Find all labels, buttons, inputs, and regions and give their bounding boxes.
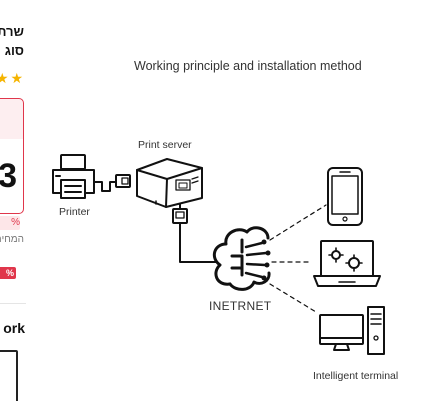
diagram-title: Working principle and installation metho… [134, 59, 362, 73]
intelligent-terminal-label: Intelligent terminal [313, 370, 399, 382]
price-value: 3 [0, 157, 17, 195]
product-diagram-image: Working principle and installation metho… [26, 0, 433, 401]
internet-label: INETRNET [209, 299, 272, 313]
usb-cable-icon [93, 174, 131, 192]
product-info-panel: שרת סוג ★★ 3 % המחיר % ork [0, 0, 26, 401]
price-box: 3 [0, 98, 24, 214]
printer-label: Printer [59, 206, 90, 218]
rating-stars[interactable]: ★★ [0, 70, 26, 86]
divider [0, 303, 26, 304]
printer-icon [52, 154, 95, 199]
coupon-tag[interactable]: % [0, 216, 20, 230]
section-heading: ork [3, 320, 25, 336]
laptop-icon [313, 240, 381, 287]
product-title-line1[interactable]: שרת [0, 24, 24, 39]
diagram-graphic [52, 154, 385, 355]
smartphone-icon [327, 167, 363, 226]
price-note: המחיר [0, 234, 24, 245]
product-thumbnail[interactable] [0, 350, 18, 401]
print-server-label: Print server [138, 139, 192, 151]
print-server-icon [136, 158, 203, 208]
product-title-line2[interactable]: סוג [4, 43, 24, 58]
ethernet-port-icon [172, 203, 217, 263]
internet-cloud-icon [212, 226, 271, 291]
discount-badge: % [0, 267, 16, 279]
desktop-computer-icon [319, 306, 385, 355]
